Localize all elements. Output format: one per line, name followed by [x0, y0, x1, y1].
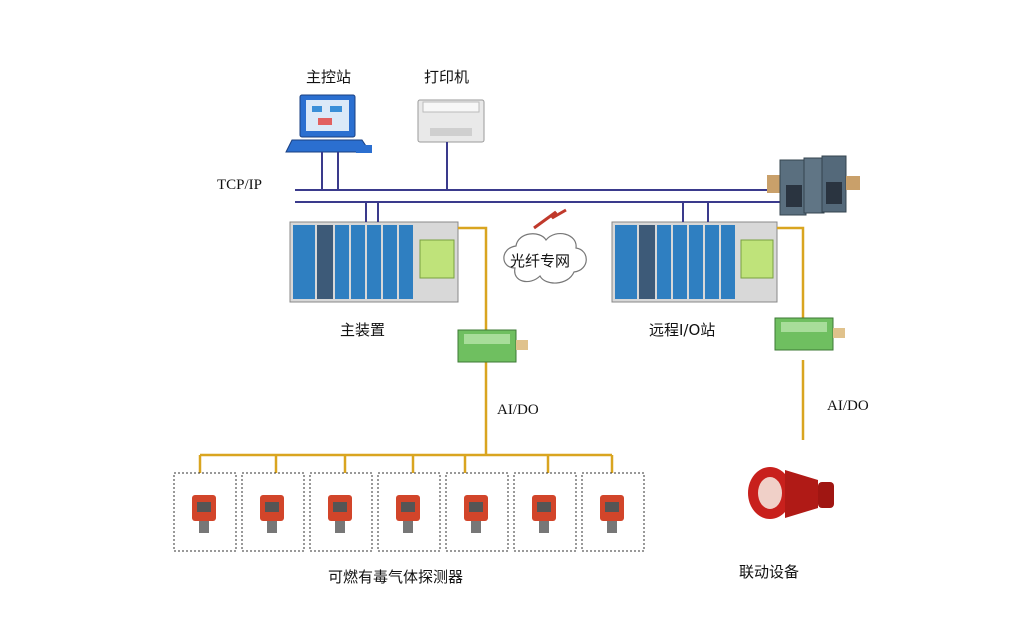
gas-detector-5: [445, 472, 509, 552]
alarm-siren-icon: [748, 467, 834, 519]
main-device-label: 主装置: [340, 321, 386, 339]
master-station-label: 主控站: [306, 68, 352, 86]
ai-do-right-label: AI/DO: [827, 398, 869, 414]
isolator-module-right: [774, 317, 845, 351]
remote-io-rack: [611, 221, 778, 303]
printer-icon: [417, 99, 485, 143]
gas-detector-2: [241, 472, 305, 552]
gas-detector-7: [581, 472, 645, 552]
fiber-network-label: 光纤专网: [510, 252, 571, 270]
printer-label: 打印机: [424, 68, 470, 86]
ai-do-left-label: AI/DO: [497, 402, 539, 418]
master-station-computer-icon: [285, 94, 372, 153]
tcp-ip-label: TCP/IP: [217, 177, 263, 193]
main-device-rack: [289, 221, 459, 303]
gas-detector-3: [309, 472, 373, 552]
detector-group: [173, 455, 645, 552]
fiber-network-cloud: [503, 208, 587, 284]
network-switch-icon: [767, 155, 860, 216]
isolator-module-left: [457, 329, 528, 363]
detectors-label: 可燃有毒气体探测器: [328, 568, 464, 586]
gas-detector-1: [173, 472, 237, 552]
gas-detector-6: [513, 472, 577, 552]
linkage-device-label: 联动设备: [739, 563, 800, 581]
remote-io-label: 远程I/O站: [649, 321, 716, 339]
gas-detector-4: [377, 472, 441, 552]
